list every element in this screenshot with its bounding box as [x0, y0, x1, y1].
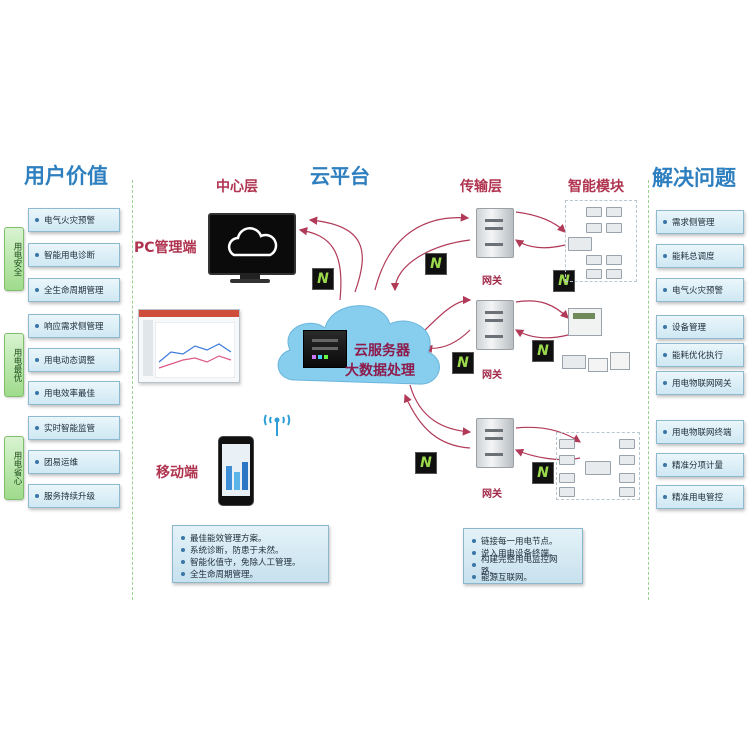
heading-smart-module: 智能模块	[568, 179, 624, 195]
right-item: 能耗总调度	[656, 244, 744, 268]
side-label-safety: 用电安全	[4, 227, 24, 291]
right-item: 能耗优化执行	[656, 343, 744, 367]
gateway-icon	[476, 208, 514, 258]
gateway-label: 网关	[482, 489, 502, 500]
monitor-icon	[208, 213, 296, 275]
pc-client-label: PC管理端	[134, 240, 197, 256]
right-item: 用电物联网网关	[656, 371, 744, 395]
left-item: 响应需求侧管理	[28, 314, 120, 338]
heading-center-layer: 中心层	[216, 179, 258, 195]
heading-transport-layer: 传输层	[460, 179, 502, 195]
n-badge-icon: N	[415, 452, 437, 474]
right-item: 设备管理	[656, 315, 744, 339]
meter-module	[568, 308, 602, 336]
left-item: 全生命周期管理	[28, 278, 120, 302]
left-item: 用电动态调整	[28, 348, 120, 372]
bottom-panel-left: 最佳能效管理方案。 系统诊断，防患于未然。 智能化值守，免除人工管理。 全生命周…	[172, 525, 329, 583]
left-item: 智能用电诊断	[28, 243, 120, 267]
module-cluster	[556, 432, 640, 500]
mobile-client-label: 移动端	[156, 465, 198, 481]
gateway-icon	[476, 418, 514, 468]
panel-text: 说入用电设备终端。	[481, 549, 558, 559]
gateway-label: 网关	[482, 370, 502, 381]
heading-solve-problems: 解决问题	[652, 166, 736, 190]
line-chart-icon	[155, 322, 235, 378]
module-cluster	[565, 200, 637, 282]
cloud-label-1: 云服务器	[354, 343, 410, 359]
side-label-text: 用电省心	[12, 451, 22, 485]
panel-text: 全生命周期管理。	[190, 570, 259, 580]
n-badge-icon: N	[312, 268, 334, 290]
n-badge-icon: N	[553, 270, 575, 292]
n-badge-icon: N	[532, 462, 554, 484]
side-label-text: 用电最优	[12, 348, 22, 382]
smartphone-icon	[218, 436, 254, 506]
panel-text: 链接每一用电节点。	[481, 537, 558, 547]
right-item: 精准分项计量	[656, 453, 744, 477]
panel-text: 系统诊断，防患于未然。	[190, 546, 284, 556]
right-item: 用电物联网终端	[656, 420, 744, 444]
n-badge-icon: N	[532, 340, 554, 362]
left-item: 服务持续升级	[28, 484, 120, 508]
monitor-stand	[240, 273, 260, 279]
sensor-module	[610, 352, 630, 370]
left-item: 实时智能监管	[28, 416, 120, 440]
left-item: 用电效率最佳	[28, 381, 120, 405]
side-label-worry-free: 用电省心	[4, 436, 24, 500]
panel-text: 智能化值守，免除人工管理。	[190, 558, 301, 568]
right-divider	[648, 180, 649, 600]
server-icon	[303, 330, 347, 368]
left-item: 团易运维	[28, 450, 120, 474]
heading-cloud-platform: 云平台	[310, 164, 370, 188]
cloud-label-2: 大数据处理	[345, 363, 415, 379]
panel-text: 最佳能效管理方案。	[190, 534, 267, 544]
dashboard-screenshot	[138, 309, 240, 383]
right-item: 精准用电管控	[656, 485, 744, 509]
side-label-optimal: 用电最优	[4, 333, 24, 397]
side-label-text: 用电安全	[12, 242, 22, 276]
sensor-module	[588, 358, 608, 372]
gateway-label: 网关	[482, 276, 502, 287]
gateway-icon	[476, 300, 514, 350]
heading-user-value: 用户价值	[24, 164, 108, 188]
left-divider	[132, 180, 133, 600]
right-item: 需求侧管理	[656, 210, 744, 234]
n-badge-icon: N	[425, 253, 447, 275]
cloud-icon	[227, 227, 278, 257]
bottom-panel-right: 链接每一用电节点。 说入用电设备终端。 构建完整用电监控网路。 能源互联网。	[463, 528, 583, 584]
right-item: 电气火灾预警	[656, 278, 744, 302]
monitor-base	[230, 279, 270, 283]
panel-text: 能源互联网。	[481, 573, 533, 583]
left-item: 电气火灾预警	[28, 208, 120, 232]
sensor-module	[562, 355, 586, 369]
wifi-signal-icon	[262, 411, 292, 441]
n-badge-icon: N	[452, 352, 474, 374]
panel-text: 构建完整用电监控网路。	[480, 555, 558, 577]
